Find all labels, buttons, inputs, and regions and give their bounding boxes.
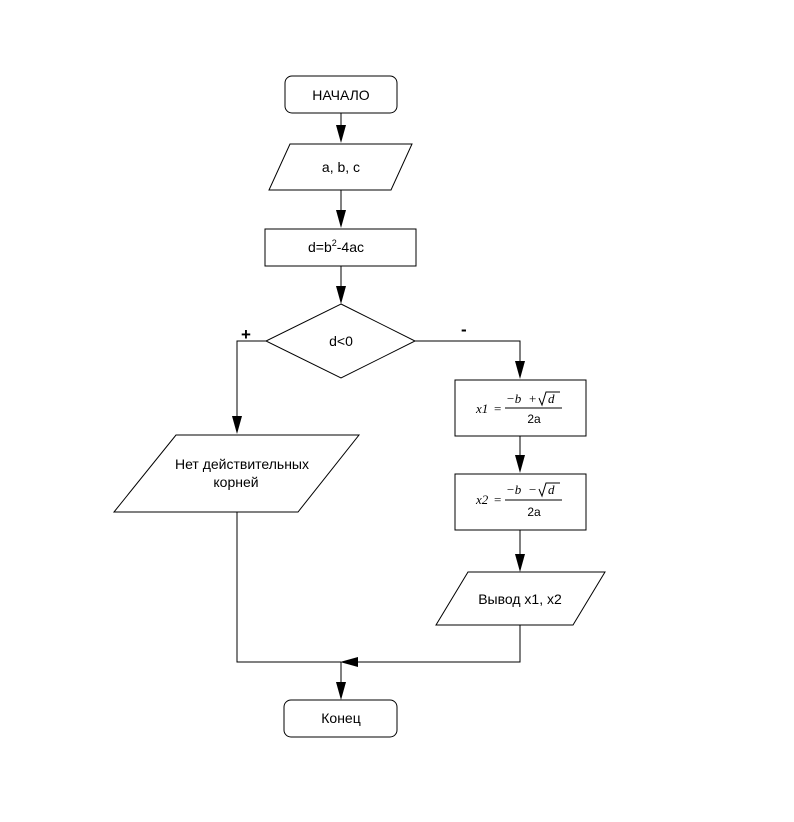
- no-roots-line2: корней: [213, 474, 258, 490]
- compute-label: d=b2-4ac: [308, 238, 364, 255]
- end-terminator: Конец: [283, 699, 398, 738]
- arrowhead-icon: [336, 125, 346, 143]
- x2-block: x2 = −b − d 2a: [454, 473, 587, 531]
- output-label: Вывод x1, x2: [478, 591, 562, 607]
- x2-num-left: −b: [506, 482, 522, 497]
- x2-eq: =: [494, 492, 501, 507]
- connector-noroots-merge: [236, 512, 341, 663]
- arrowhead-icon: [515, 554, 525, 572]
- x1-eq: =: [494, 401, 501, 416]
- no-roots-line1: Нет действительных: [175, 456, 309, 472]
- x1-block: x1 = −b + d 2a: [454, 379, 587, 437]
- start-terminator: НАЧАЛО: [284, 75, 398, 114]
- arrowhead-icon: [515, 361, 525, 379]
- arrowhead-icon: [336, 210, 346, 228]
- x1-radicand: d: [548, 391, 555, 406]
- x1-num-left: −b: [506, 391, 522, 406]
- output-block: Вывод x1, x2: [435, 571, 606, 626]
- connector-output-merge: [355, 625, 521, 663]
- x2-radicand: d: [548, 482, 555, 497]
- arrowheads: [232, 125, 525, 700]
- no-roots-block: Нет действительных корней: [112, 434, 361, 513]
- yes-branch-label: +: [241, 325, 251, 344]
- x1-num-op: +: [529, 391, 536, 406]
- arrowhead-icon: [515, 455, 525, 473]
- x2-var: x2: [475, 492, 489, 507]
- sqrt-icon: [538, 391, 560, 407]
- no-branch-label: -: [461, 320, 467, 339]
- connector-condition-yes: [236, 340, 266, 424]
- input-label: a, b, c: [322, 159, 360, 175]
- start-label: НАЧАЛО: [312, 87, 370, 103]
- end-label: Конец: [321, 710, 360, 726]
- compute-block: d=b2-4ac: [264, 228, 417, 267]
- arrowhead-icon: [232, 416, 242, 434]
- condition-block: d<0: [264, 303, 417, 379]
- sqrt-icon: [538, 482, 560, 498]
- condition-label: d<0: [329, 333, 353, 349]
- arrowhead-icon: [340, 657, 358, 667]
- arrowhead-icon: [336, 286, 346, 304]
- x2-denominator: 2a: [527, 505, 541, 519]
- arrowhead-icon: [336, 682, 346, 700]
- x1-denominator: 2a: [527, 412, 541, 426]
- x2-num-op: −: [529, 482, 536, 497]
- connectors: [236, 113, 521, 688]
- input-block: a, b, c: [268, 143, 413, 191]
- x1-var: x1: [475, 401, 488, 416]
- connector-condition-no: [415, 340, 521, 368]
